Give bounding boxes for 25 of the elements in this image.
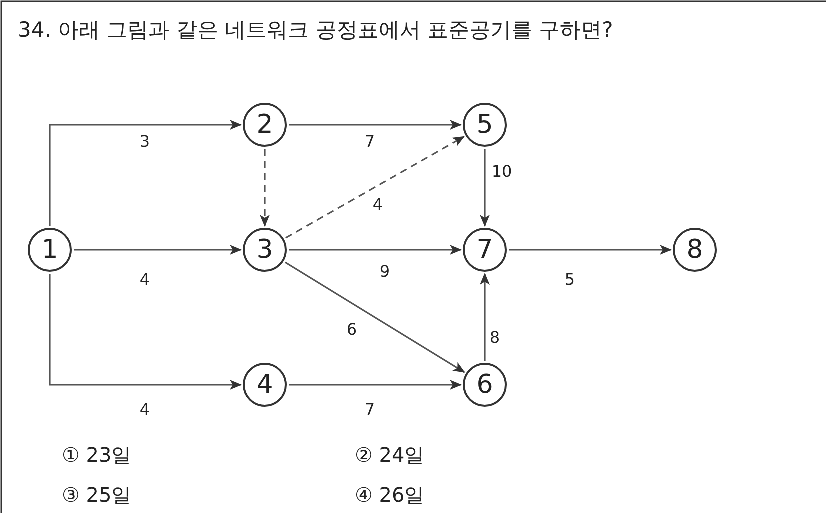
event-node: 8 (673, 228, 717, 272)
event-node: 6 (463, 363, 507, 407)
arrow (509, 245, 672, 255)
answer-option: ② 24일 (355, 445, 425, 465)
event-node: 3 (243, 228, 287, 272)
answer-option: ③ 25일 (62, 485, 132, 505)
arrow (289, 245, 462, 255)
answer-option: ① 23일 (62, 445, 132, 465)
arrow (480, 273, 490, 361)
event-node: 5 (463, 103, 507, 147)
event-node: 4 (243, 363, 287, 407)
arrow (289, 120, 462, 130)
arrow (285, 262, 466, 374)
event-node: 2 (243, 103, 287, 147)
event-node: 7 (463, 228, 507, 272)
question-text: 34. 아래 그림과 같은 네트워크 공정표에서 표준공기를 구하면? (18, 17, 614, 44)
arrow (49, 274, 242, 390)
answer-option: ④ 26일 (355, 485, 425, 505)
event-node: 1 (28, 228, 72, 272)
arrow (49, 120, 242, 226)
arrow (286, 136, 465, 239)
arrow (260, 149, 270, 227)
arrow (480, 149, 490, 227)
arrow (74, 245, 242, 255)
arrow (289, 380, 462, 390)
